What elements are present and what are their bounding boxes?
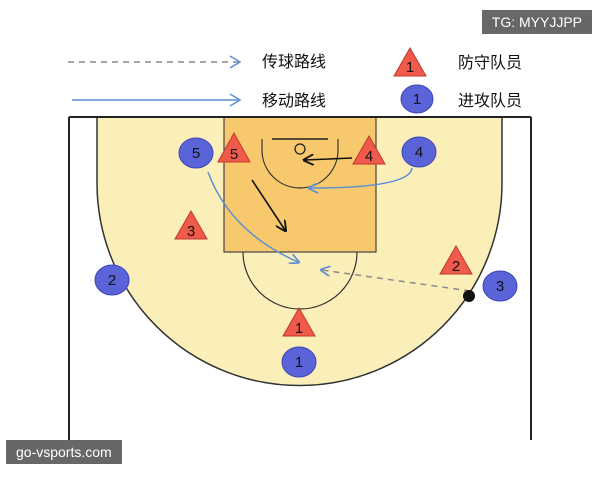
defender-1-number: 1	[295, 320, 303, 337]
defender-1-marker	[282, 306, 316, 337]
legend-attacker-number: 1	[413, 91, 421, 108]
defender-5: 5	[217, 131, 251, 163]
legend-attacker-icon	[400, 84, 434, 114]
attacker-5: 5	[178, 137, 214, 169]
attacker-1-number: 1	[295, 354, 303, 371]
attacker-2: 2	[94, 264, 130, 296]
attacker-3-marker	[482, 270, 518, 302]
legend: 传球路线 移动路线 1 防守队员 1 进攻队员	[68, 46, 522, 114]
pass-route	[322, 270, 471, 292]
defender-1: 1	[282, 306, 316, 337]
attacker-4-marker	[401, 136, 437, 168]
attacker-4-number: 4	[415, 144, 423, 161]
legend-pass-label: 传球路线	[262, 52, 326, 71]
defenders: 5 4 3 2 1	[174, 131, 473, 337]
defender-3-marker	[174, 209, 208, 240]
routes	[207, 158, 471, 292]
attacker-5-cut-route	[207, 171, 298, 262]
legend-defender-number: 1	[406, 59, 414, 76]
attacker-4-cut-route	[310, 167, 413, 188]
defender-4-number: 4	[365, 148, 373, 165]
watermark-bottom: go-vsports.com	[6, 440, 122, 464]
ball	[463, 290, 475, 302]
half-court	[68, 116, 532, 440]
defender-5-marker	[217, 131, 251, 163]
attacker-2-number: 2	[108, 272, 116, 289]
attacker-1-marker	[281, 346, 317, 378]
defender-5-move-arrow	[251, 179, 285, 230]
restricted-arc	[261, 149, 339, 189]
defender-4-move-arrow	[305, 158, 353, 160]
basket	[294, 143, 306, 155]
defender-2: 2	[439, 244, 473, 275]
attacker-4: 4	[401, 136, 437, 168]
legend-move-label: 移动路线	[262, 91, 326, 110]
defender-4-marker	[352, 134, 386, 165]
defender-5-number: 5	[230, 146, 238, 163]
defender-2-number: 2	[452, 258, 460, 275]
attacker-3: 3	[482, 270, 518, 302]
legend-pass-arrowhead	[229, 55, 242, 69]
defender-3-number: 3	[187, 223, 195, 240]
attacker-2-marker	[94, 264, 130, 296]
legend-attacker-label: 进攻队员	[458, 91, 522, 110]
attacker-3-number: 3	[496, 278, 504, 295]
attacker-5-marker	[178, 137, 214, 169]
paint-area	[223, 116, 377, 253]
attackers: 5 4 2 3 1	[94, 136, 518, 378]
legend-move-arrowhead	[229, 93, 242, 107]
defender-3: 3	[174, 209, 208, 240]
defender-2-marker	[439, 244, 473, 275]
watermark-top: TG: MYYJJPP	[481, 10, 592, 34]
legend-defender-label: 防守队员	[458, 53, 522, 72]
defender-4: 4	[352, 134, 386, 165]
attacker-1: 1	[281, 346, 317, 378]
attacker-5-number: 5	[192, 145, 200, 162]
legend-defender-icon	[393, 46, 427, 77]
